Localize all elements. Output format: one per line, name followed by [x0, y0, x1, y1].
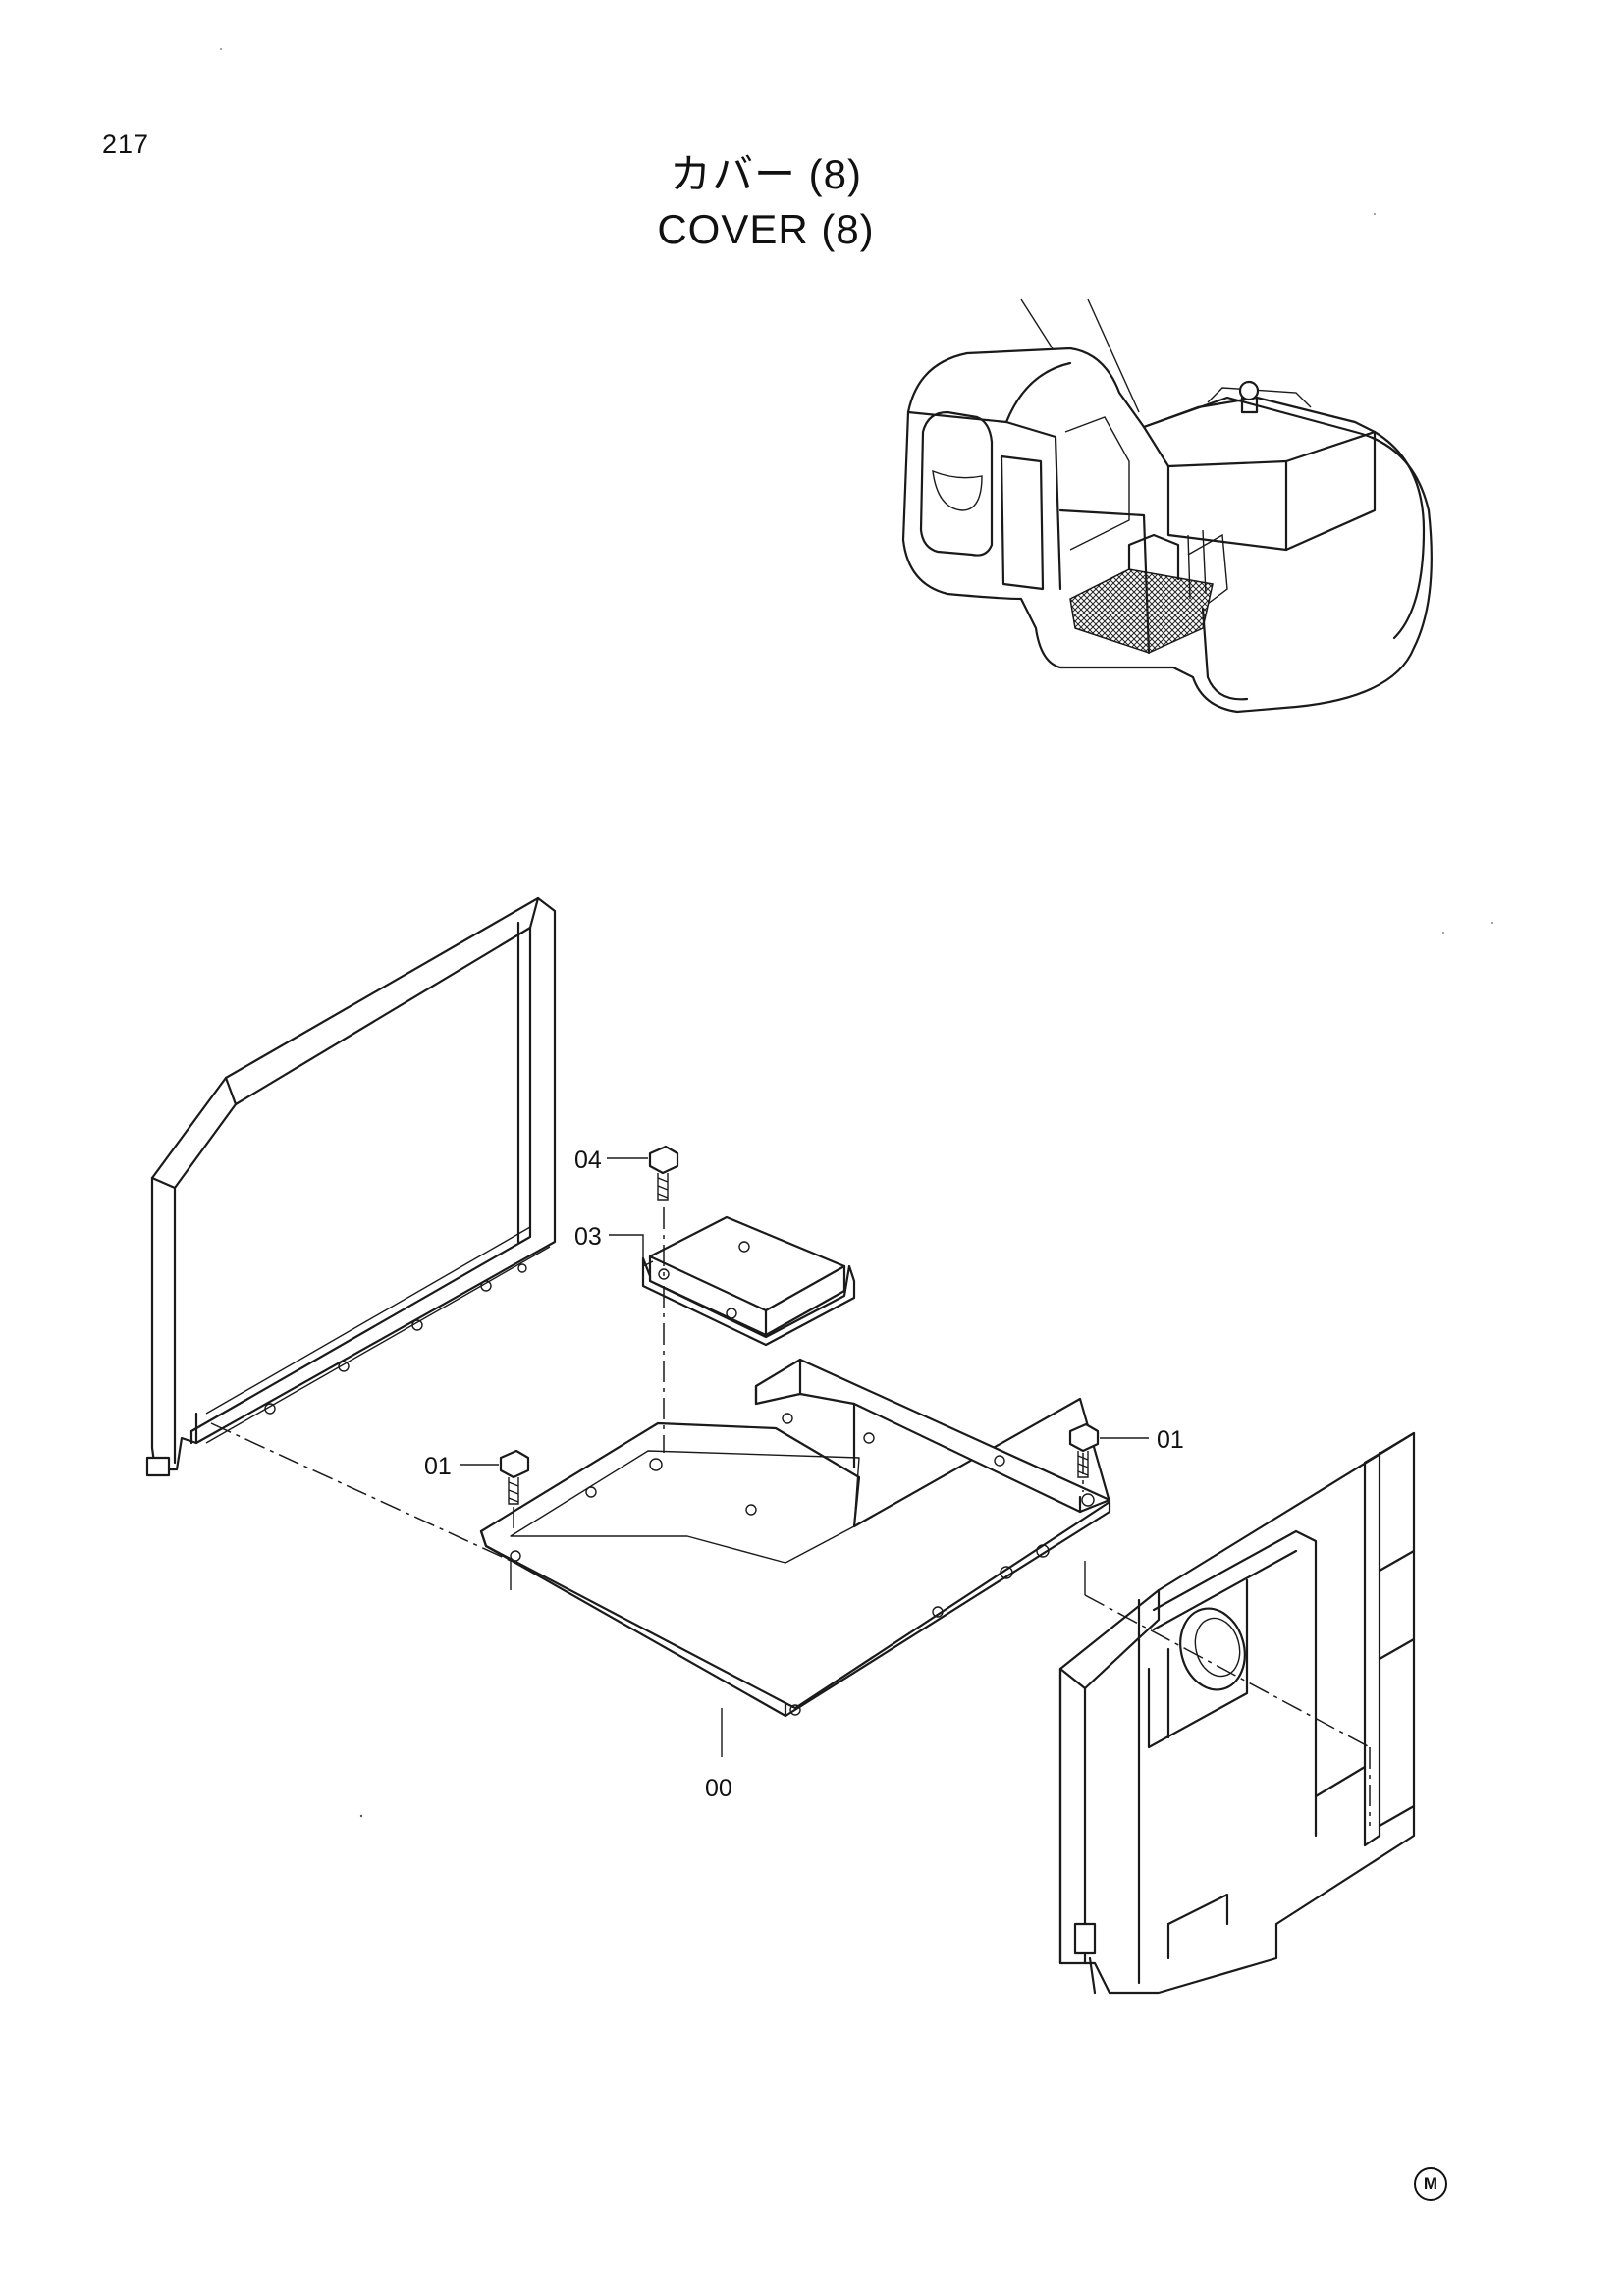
callout-leaders — [460, 1157, 1149, 1757]
callout-01-left: 01 — [424, 1453, 452, 1480]
page-title: カバー (8) COVER (8) — [550, 147, 982, 257]
title-japanese: カバー (8) — [669, 151, 862, 197]
callout-03: 03 — [574, 1223, 602, 1251]
right-bulkhead — [1058, 1431, 1416, 1995]
controller-box — [641, 1215, 856, 1347]
m-mark-icon: M — [1414, 2167, 1447, 2201]
bolt-01-left — [499, 1449, 530, 1505]
machine-overview — [901, 298, 1433, 714]
callout-01-right: 01 — [1157, 1426, 1184, 1454]
callout-04: 04 — [574, 1147, 602, 1174]
title-english: COVER (8) — [657, 206, 875, 252]
page-number: 217 — [102, 130, 150, 159]
base-plate — [479, 1358, 1111, 1718]
left-frame-panel — [145, 896, 557, 1477]
callout-00: 00 — [705, 1775, 732, 1802]
bolt-04 — [648, 1145, 679, 1201]
